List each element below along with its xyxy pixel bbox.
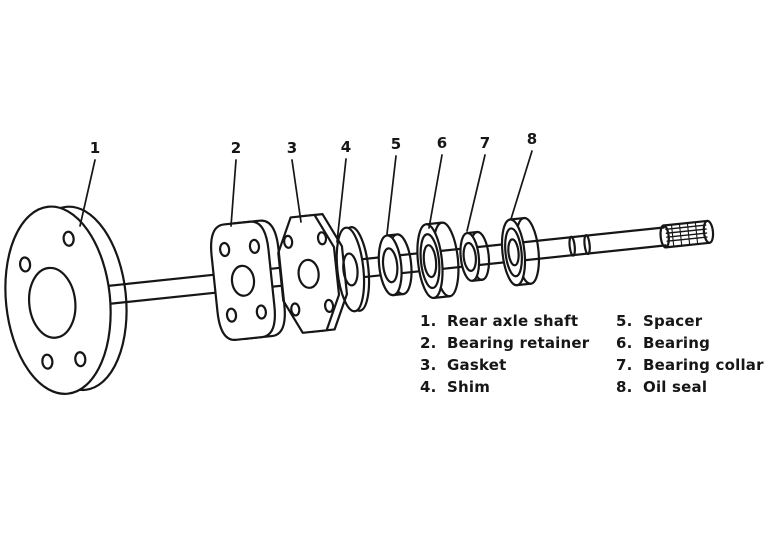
callout-number-7: 7 [480, 134, 490, 152]
leader-line-4 [336, 158, 347, 243]
legend-item-oil-seal: 8. Oil seal [616, 378, 764, 400]
bearing-collar-part [459, 230, 491, 282]
spacer-part [377, 233, 413, 297]
legend-item-bearing: 6. Bearing [616, 334, 764, 356]
legend-item-label: Rear axle shaft [447, 312, 579, 330]
legend-item-number: 5. [616, 312, 633, 330]
legend-item-label: Oil seal [643, 378, 708, 396]
legend-item-number: 7. [616, 356, 633, 374]
legend-item-label: Shim [447, 378, 491, 396]
legend-item-spacer: 5. Spacer [616, 312, 764, 334]
callout-numbers: 1 2 3 4 5 6 7 8 [90, 130, 537, 157]
gasket-part [275, 212, 351, 334]
bearing-retainer-part [208, 219, 287, 341]
legend-item-number: 1. [420, 312, 437, 330]
callout-number-2: 2 [231, 139, 241, 157]
legend-item-label: Gasket [447, 356, 507, 374]
parts-legend: 1. Rear axle shaft 2. Bearing retainer 3… [420, 312, 764, 400]
legend-item-label: Bearing retainer [447, 334, 590, 352]
legend-item-shim: 4. Shim [420, 378, 616, 400]
leader-line-8 [510, 150, 533, 220]
legend-item-label: Bearing [643, 334, 711, 352]
oil-seal-part [500, 216, 540, 287]
callout-number-6: 6 [437, 134, 447, 152]
callout-number-8: 8 [527, 130, 537, 148]
legend-item-number: 8. [616, 378, 633, 396]
leader-line-2 [230, 159, 237, 227]
callout-number-4: 4 [341, 138, 351, 156]
legend-item-label: Bearing collar [643, 356, 764, 374]
legend-item-bearing-collar: 7. Bearing collar [616, 356, 764, 378]
leader-line-1 [79, 159, 96, 227]
leader-line-5 [386, 155, 397, 235]
legend-item-gasket: 3. Gasket [420, 356, 616, 378]
callout-number-1: 1 [90, 139, 100, 157]
callout-number-3: 3 [287, 139, 297, 157]
legend-item-rear-axle-shaft: 1. Rear axle shaft [420, 312, 616, 334]
splined-tip [659, 219, 715, 249]
legend-item-number: 6. [616, 334, 633, 352]
callout-number-5: 5 [391, 135, 401, 153]
legend-column-right: 5. Spacer 6. Bearing 7. Bearing collar 8… [616, 312, 764, 400]
legend-item-bearing-retainer: 2. Bearing retainer [420, 334, 616, 356]
axle-flange-face [4, 205, 112, 395]
leader-line-6 [428, 154, 443, 229]
legend-item-number: 4. [420, 378, 437, 396]
bearing-part [416, 221, 460, 300]
legend-item-number: 3. [420, 356, 437, 374]
legend-item-label: Spacer [643, 312, 703, 330]
legend-item-number: 2. [420, 334, 437, 352]
legend-column-left: 1. Rear axle shaft 2. Bearing retainer 3… [420, 312, 616, 400]
leader-line-3 [291, 159, 302, 223]
leader-line-7 [466, 154, 486, 232]
leader-lines [79, 150, 533, 243]
shim-part [335, 226, 371, 313]
